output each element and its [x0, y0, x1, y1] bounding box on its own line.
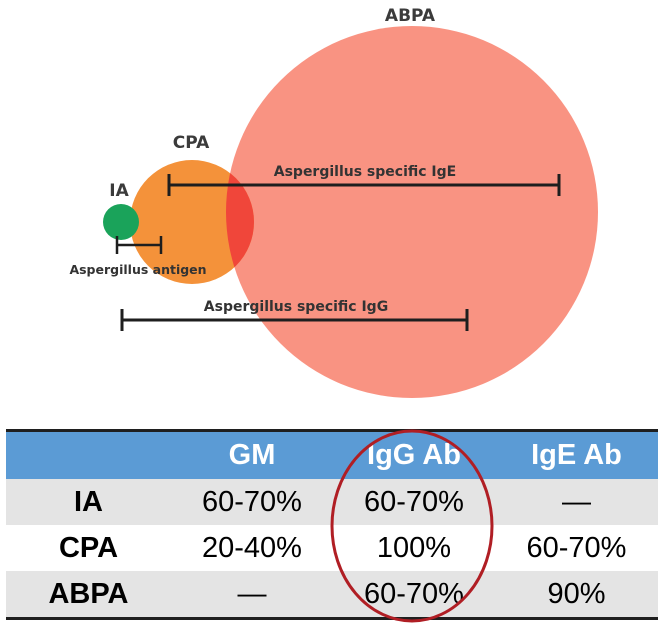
row-header: ABPA — [6, 571, 171, 620]
igg-range-bar — [120, 309, 469, 331]
column-header: IgG Ab — [333, 429, 495, 479]
table-cell: 60-70% — [495, 525, 658, 571]
venn-diagram: ABPA CPA IA Aspergillus specific IgE Asp… — [69, 6, 598, 398]
column-header: GM — [171, 429, 333, 479]
table-row: CPA 20-40% 100% 60-70% — [6, 525, 658, 571]
table-cell: 100% — [333, 525, 495, 571]
antigen-range-bar — [115, 236, 163, 254]
table-cell: 90% — [495, 571, 658, 620]
ia-label: IA — [109, 181, 129, 201]
table-cell: 60-70% — [333, 571, 495, 620]
igg-range-label: Aspergillus specific IgG — [204, 299, 388, 315]
table-row: ABPA — 60-70% 90% — [6, 571, 658, 620]
abpa-label: ABPA — [385, 6, 436, 26]
table-row: IA 60-70% 60-70% — — [6, 479, 658, 525]
table-header-row: GM IgG Ab IgE Ab — [6, 429, 658, 479]
abpa-circle — [226, 26, 598, 398]
ige-range-label: Aspergillus specific IgE — [274, 164, 456, 180]
antigen-range-label: Aspergillus antigen — [69, 262, 206, 277]
table-cell: 20-40% — [171, 525, 333, 571]
table-cell: 60-70% — [171, 479, 333, 525]
diagnostic-table: GM IgG Ab IgE Ab IA 60-70% 60-70% — CPA … — [6, 429, 658, 620]
row-header: IA — [6, 479, 171, 525]
ige-range-bar — [167, 174, 561, 196]
table-cell: — — [171, 571, 333, 620]
table-cell: — — [495, 479, 658, 525]
column-header: IgE Ab — [495, 429, 658, 479]
column-header — [6, 429, 171, 479]
ia-circle — [103, 204, 139, 240]
table-cell: 60-70% — [333, 479, 495, 525]
row-header: CPA — [6, 525, 171, 571]
cpa-label: CPA — [173, 133, 210, 153]
